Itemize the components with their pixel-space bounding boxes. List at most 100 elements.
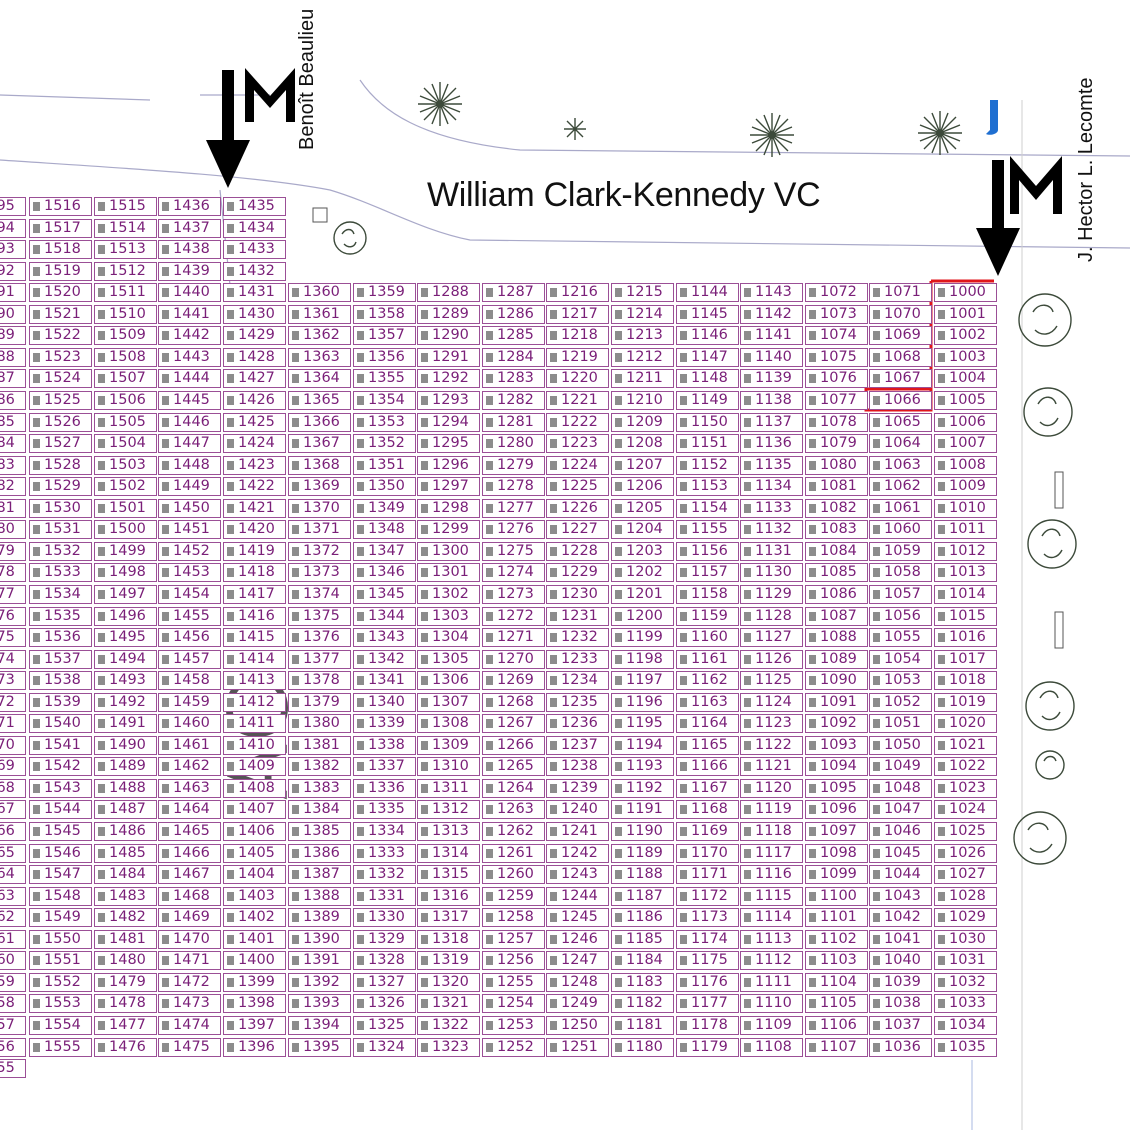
plot-1540[interactable]: 1540 [29,714,92,734]
plot-1518[interactable]: 1518 [29,240,92,260]
plot-1464[interactable]: 1464 [158,800,221,820]
plot-1249[interactable]: 1249 [546,994,609,1014]
plot-1013[interactable]: 1013 [934,563,997,583]
plot-1167[interactable]: 1167 [676,778,739,798]
plot-1544[interactable]: 1544 [29,800,92,820]
plot-1566[interactable]: 1566 [0,822,26,841]
plot-1526[interactable]: 1526 [29,412,92,432]
plot-1231[interactable]: 1231 [546,606,609,626]
plot-1525[interactable]: 1525 [29,391,92,410]
plot-1422[interactable]: 1422 [223,477,286,497]
plot-1028[interactable]: 1028 [934,886,997,906]
plot-1514[interactable]: 1514 [94,218,157,238]
plot-1523[interactable]: 1523 [29,347,92,367]
plot-1289[interactable]: 1289 [417,304,480,324]
plot-1538[interactable]: 1538 [29,671,92,691]
plot-1349[interactable]: 1349 [353,498,416,518]
plot-1328[interactable]: 1328 [353,951,416,971]
plot-1048[interactable]: 1048 [869,778,932,798]
plot-1490[interactable]: 1490 [94,735,157,755]
plot-1039[interactable]: 1039 [869,972,932,992]
plot-1115[interactable]: 1115 [740,886,803,906]
plot-1119[interactable]: 1119 [740,800,803,820]
plot-1417[interactable]: 1417 [223,584,286,604]
plot-1155[interactable]: 1155 [676,520,739,540]
plot-1009[interactable]: 1009 [934,477,997,497]
plot-1258[interactable]: 1258 [482,908,545,928]
plot-1371[interactable]: 1371 [288,520,351,540]
plot-1180[interactable]: 1180 [611,1037,674,1057]
plot-1208[interactable]: 1208 [611,434,674,454]
plot-1211[interactable]: 1211 [611,369,674,389]
plot-1094[interactable]: 1094 [805,757,868,777]
plot-1439[interactable]: 1439 [158,261,221,281]
plot-1074[interactable]: 1074 [805,326,868,346]
plot-1088[interactable]: 1088 [805,628,868,647]
plot-1220[interactable]: 1220 [546,369,609,389]
plot-1577[interactable]: 1577 [0,584,26,604]
plot-1297[interactable]: 1297 [417,477,480,497]
plot-1018[interactable]: 1018 [934,671,997,691]
plot-1504[interactable]: 1504 [94,434,157,454]
plot-1456[interactable]: 1456 [158,628,221,647]
plot-1198[interactable]: 1198 [611,649,674,669]
plot-1149[interactable]: 1149 [676,391,739,410]
plot-1399[interactable]: 1399 [223,972,286,992]
plot-1579[interactable]: 1579 [0,541,26,561]
plot-1215[interactable]: 1215 [611,283,674,303]
plot-1026[interactable]: 1026 [934,843,997,863]
plot-1416[interactable]: 1416 [223,606,286,626]
plot-1156[interactable]: 1156 [676,541,739,561]
plot-1199[interactable]: 1199 [611,628,674,647]
plot-1420[interactable]: 1420 [223,520,286,540]
plot-1204[interactable]: 1204 [611,520,674,540]
plot-1016[interactable]: 1016 [934,628,997,647]
plot-1532[interactable]: 1532 [29,541,92,561]
plot-1519[interactable]: 1519 [29,261,92,281]
plot-1393[interactable]: 1393 [288,994,351,1014]
plot-1499[interactable]: 1499 [94,541,157,561]
plot-1104[interactable]: 1104 [805,972,868,992]
plot-1256[interactable]: 1256 [482,951,545,971]
plot-1563[interactable]: 1563 [0,886,26,906]
plot-1472[interactable]: 1472 [158,972,221,992]
plot-1491[interactable]: 1491 [94,714,157,734]
plot-1293[interactable]: 1293 [417,391,480,410]
plot-1259[interactable]: 1259 [482,886,545,906]
plot-1497[interactable]: 1497 [94,584,157,604]
plot-1241[interactable]: 1241 [546,822,609,841]
plot-1398[interactable]: 1398 [223,994,286,1014]
plot-1304[interactable]: 1304 [417,628,480,647]
plot-1004[interactable]: 1004 [934,369,997,389]
plot-1489[interactable]: 1489 [94,757,157,777]
plot-1373[interactable]: 1373 [288,563,351,583]
plot-1195[interactable]: 1195 [611,714,674,734]
plot-1193[interactable]: 1193 [611,757,674,777]
plot-1458[interactable]: 1458 [158,671,221,691]
plot-1524[interactable]: 1524 [29,369,92,389]
plot-1529[interactable]: 1529 [29,477,92,497]
plot-1432[interactable]: 1432 [223,261,286,281]
plot-1142[interactable]: 1142 [740,304,803,324]
plot-1585[interactable]: 1585 [0,412,26,432]
plot-1005[interactable]: 1005 [934,391,997,410]
plot-1030[interactable]: 1030 [934,929,997,949]
plot-1245[interactable]: 1245 [546,908,609,928]
plot-1284[interactable]: 1284 [482,347,545,367]
plot-1024[interactable]: 1024 [934,800,997,820]
plot-1043[interactable]: 1043 [869,886,932,906]
plot-1264[interactable]: 1264 [482,778,545,798]
plot-1483[interactable]: 1483 [94,886,157,906]
plot-1022[interactable]: 1022 [934,757,997,777]
plot-1139[interactable]: 1139 [740,369,803,389]
plot-1169[interactable]: 1169 [676,822,739,841]
plot-1101[interactable]: 1101 [805,908,868,928]
plot-1226[interactable]: 1226 [546,498,609,518]
plot-1555[interactable]: 1555 [0,1059,26,1078]
plot-1363[interactable]: 1363 [288,347,351,367]
plot-1239[interactable]: 1239 [546,778,609,798]
plot-1536[interactable]: 1536 [29,628,92,647]
plot-1460[interactable]: 1460 [158,714,221,734]
plot-1033[interactable]: 1033 [934,994,997,1014]
plot-1534[interactable]: 1534 [29,584,92,604]
